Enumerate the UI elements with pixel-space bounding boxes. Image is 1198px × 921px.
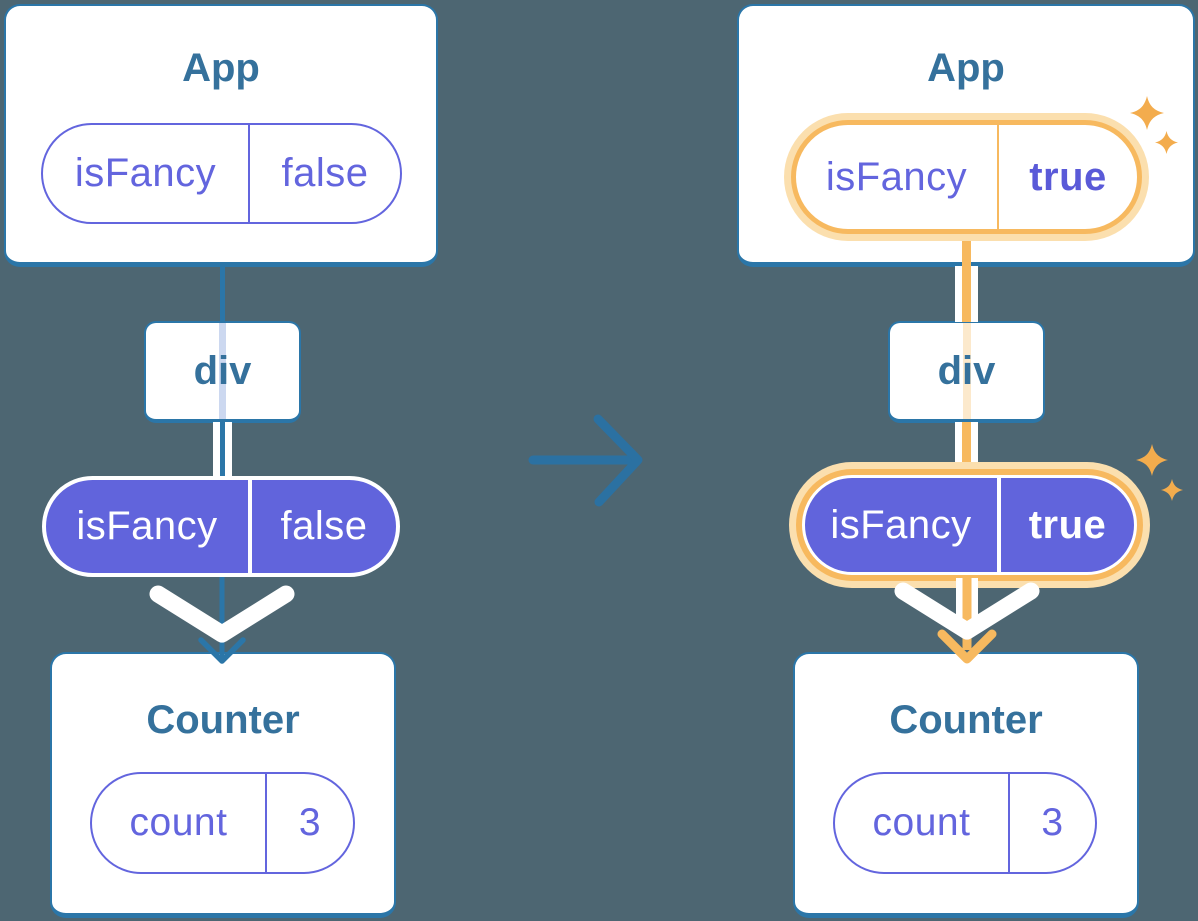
div-label: div bbox=[937, 348, 996, 393]
down-arrow-icon bbox=[149, 577, 295, 664]
prop-value: false bbox=[281, 151, 369, 195]
app-title: App bbox=[182, 46, 260, 90]
prop-name: isFancy bbox=[796, 125, 999, 229]
div-label: div bbox=[193, 348, 252, 393]
prop-value: true bbox=[1029, 154, 1107, 199]
state-name: count bbox=[92, 774, 267, 872]
connector-app-to-div bbox=[220, 265, 225, 323]
sparkle-icon bbox=[1130, 96, 1164, 130]
passed-prop-pill-before: isFancy false bbox=[42, 476, 400, 577]
prop-value: false bbox=[280, 504, 368, 548]
app-prop-pill-after: isFancy true bbox=[791, 120, 1142, 234]
passed-prop-pill-after: isFancy true bbox=[802, 475, 1137, 575]
sparkle-icon bbox=[1136, 444, 1168, 476]
state-value: 3 bbox=[298, 801, 322, 844]
state-value: 3 bbox=[1041, 801, 1064, 844]
connector-div-to-prop bbox=[955, 422, 978, 478]
connector-app-prop-line bbox=[962, 241, 971, 272]
prop-name: isFancy bbox=[805, 478, 1001, 572]
prop-value: true bbox=[1028, 502, 1107, 547]
div-node-after: div bbox=[888, 321, 1045, 423]
counter-title: Counter bbox=[146, 698, 300, 742]
counter-state-pill-after: count 3 bbox=[833, 772, 1097, 874]
connector-div-to-prop bbox=[213, 422, 232, 477]
app-title: App bbox=[927, 46, 1005, 90]
down-arrow-icon bbox=[894, 578, 1040, 664]
transition-arrow-icon bbox=[528, 414, 643, 507]
connector-app-to-div bbox=[955, 266, 978, 322]
sparkle-icon bbox=[1155, 131, 1178, 154]
prop-passthrough-line bbox=[962, 323, 971, 419]
counter-title: Counter bbox=[889, 698, 1043, 742]
div-node-before: div bbox=[144, 321, 301, 423]
app-prop-pill-before: isFancy false bbox=[41, 123, 402, 224]
prop-passthrough-line bbox=[219, 323, 226, 419]
prop-name: isFancy bbox=[43, 125, 250, 222]
counter-state-pill-before: count 3 bbox=[90, 772, 355, 874]
sparkle-icon bbox=[1161, 479, 1183, 501]
prop-name: isFancy bbox=[46, 480, 252, 573]
state-name: count bbox=[835, 774, 1010, 872]
